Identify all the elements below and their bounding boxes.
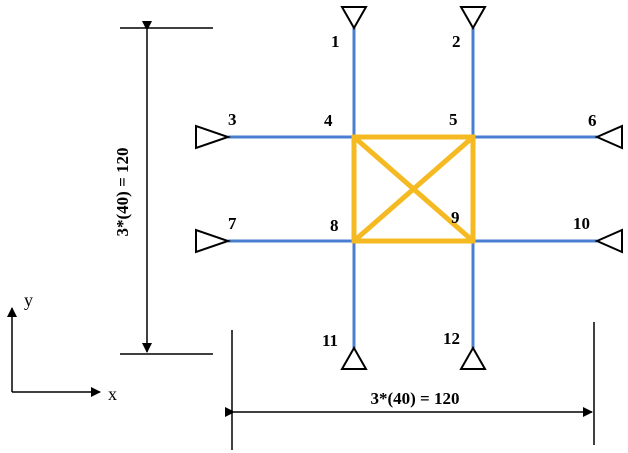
node-label-12: 12	[443, 329, 460, 348]
support-7	[195, 228, 232, 254]
horizontal-dimension: 3*(40) = 120	[225, 322, 595, 450]
support-2	[459, 6, 487, 31]
support-12	[459, 345, 487, 370]
frame-members	[228, 28, 597, 348]
node-label-7: 7	[228, 214, 237, 233]
bracing-diagonal-2	[351, 134, 476, 244]
bracing	[351, 134, 476, 244]
node-label-3: 3	[228, 110, 237, 129]
support-6	[594, 124, 623, 150]
node-label-6: 6	[588, 111, 597, 130]
horizontal-dimension-label: 3*(40) = 120	[370, 389, 459, 408]
vertical-dimension: 3*(40) = 120	[113, 21, 213, 355]
support-11	[340, 345, 368, 370]
node-label-9: 9	[451, 208, 460, 227]
coordinate-axes: y x	[6, 290, 117, 404]
vertical-dimension-label: 3*(40) = 120	[113, 147, 132, 236]
support-10	[594, 228, 623, 254]
node-label-1: 1	[331, 32, 340, 51]
node-label-8: 8	[330, 216, 339, 235]
node-label-4: 4	[324, 111, 333, 130]
bracing-frame	[351, 134, 476, 244]
support-1	[340, 6, 368, 31]
node-label-11: 11	[322, 331, 338, 350]
node-label-2: 2	[452, 32, 461, 51]
supports	[195, 6, 623, 370]
node-labels: 1 2 3 4 5 6 7 8 9 10 11 12	[228, 32, 597, 350]
node-label-5: 5	[449, 110, 458, 129]
x-axis-label: x	[108, 384, 117, 404]
node-label-10: 10	[573, 214, 590, 233]
support-3	[195, 124, 232, 150]
y-axis-label: y	[24, 290, 33, 310]
